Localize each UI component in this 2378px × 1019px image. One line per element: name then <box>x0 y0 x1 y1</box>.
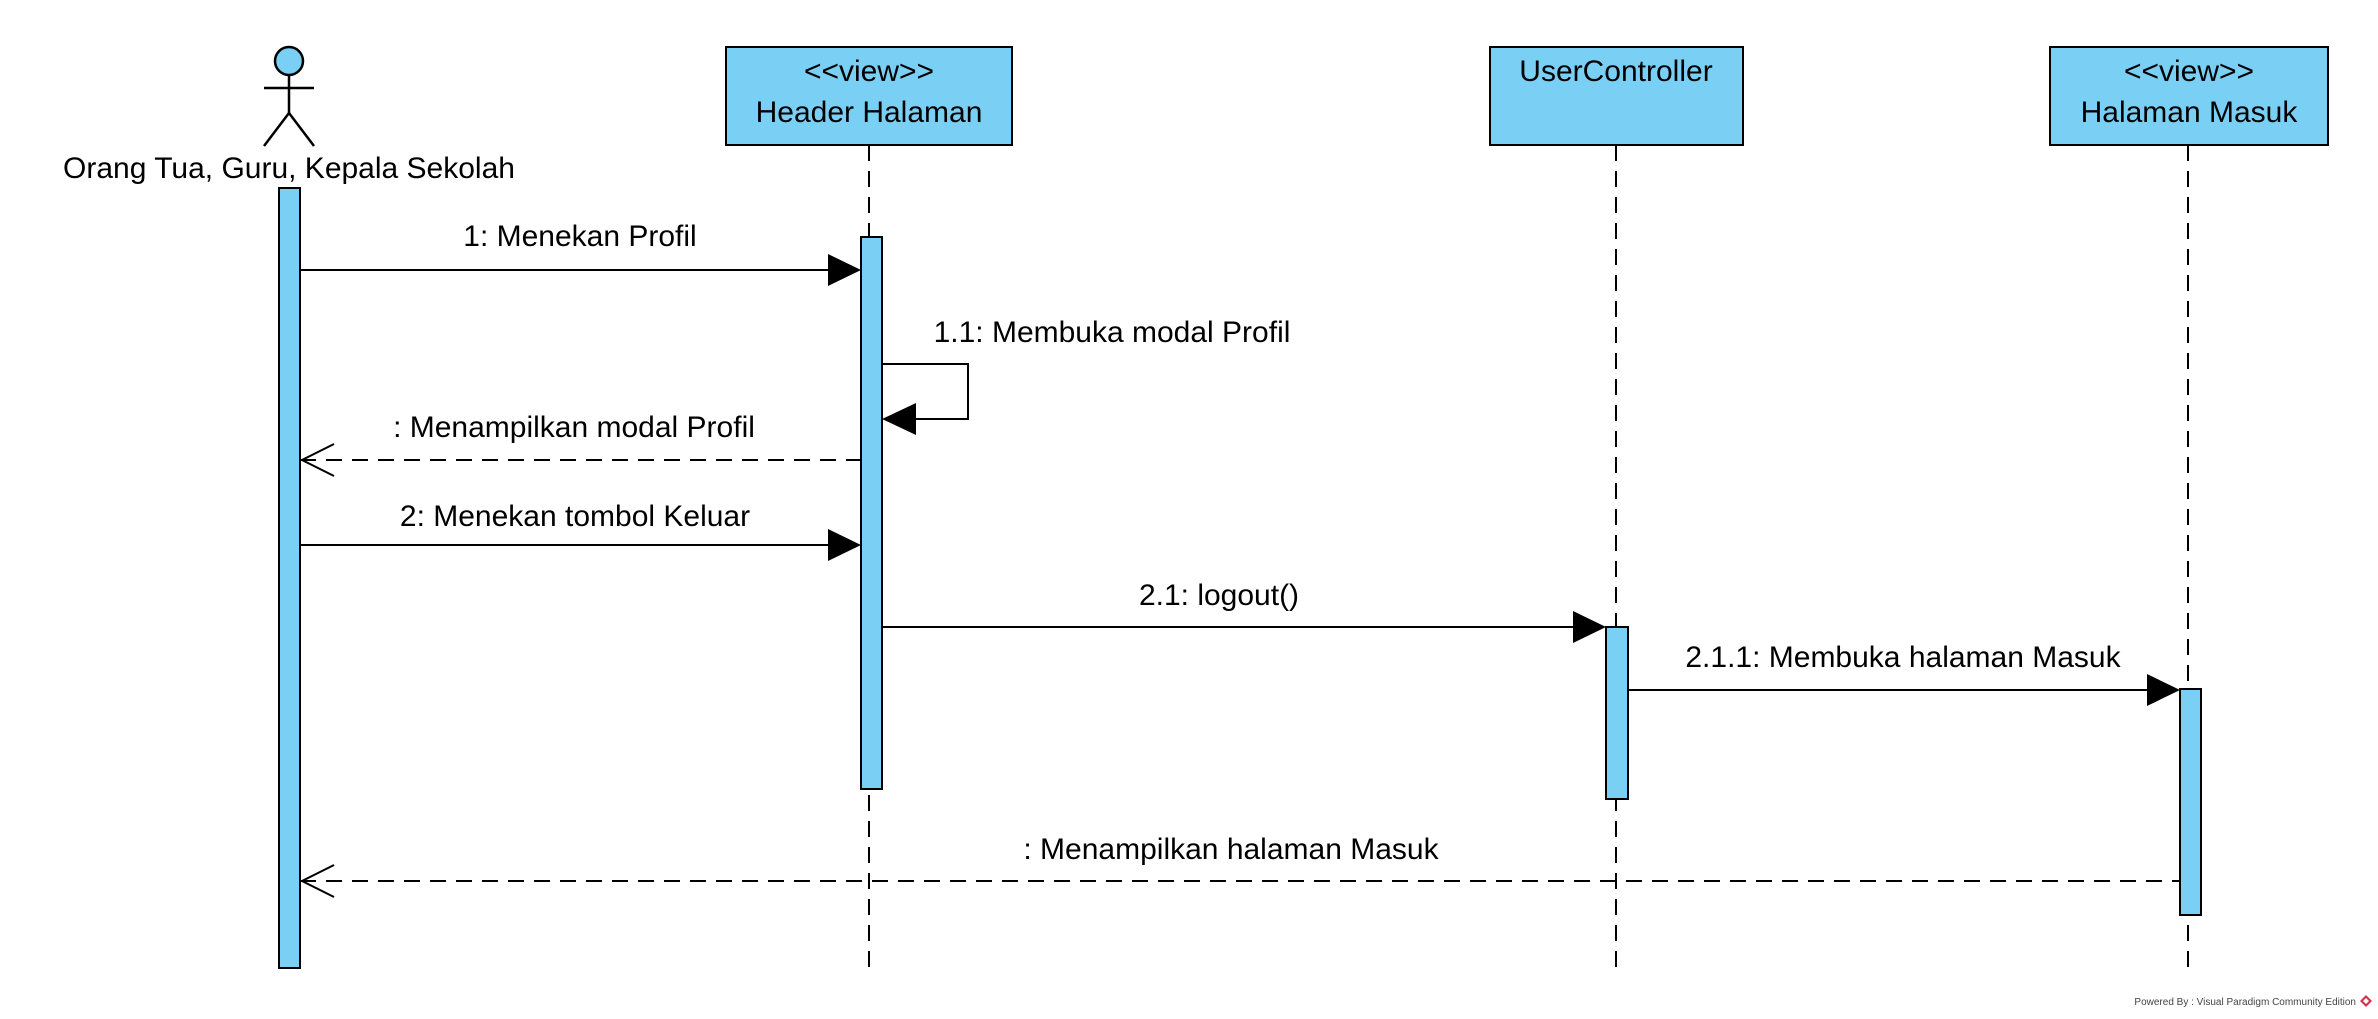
arrowhead-filled <box>828 529 861 561</box>
lifeline-stereotype: <<view>> <box>2124 55 2254 88</box>
stick-figure-icon <box>263 45 315 147</box>
lifeline-box <box>1489 46 1744 146</box>
lifeline-box <box>725 46 1013 146</box>
lifeline-usercontroller: UserController <box>1489 46 1744 146</box>
activation-bar-usercontroller <box>1605 626 1629 800</box>
message-return-modal-profil: : Menampilkan modal Profil <box>299 411 861 477</box>
lifeline-header-halaman: <<view>> Header Halaman <box>725 46 1013 146</box>
lifeline-box <box>2049 46 2329 146</box>
arrowhead-filled <box>882 403 916 435</box>
arrowhead-filled <box>1573 611 1606 643</box>
message-2: 2: Menekan tombol Keluar <box>300 500 861 561</box>
lifeline-name: Halaman Masuk <box>2081 96 2299 129</box>
message-label: : Menampilkan modal Profil <box>393 411 755 444</box>
actor: Orang Tua, Guru, Kepala Sekolah <box>63 45 515 185</box>
actor-name: Orang Tua, Guru, Kepala Sekolah <box>63 152 515 185</box>
arrowhead-open <box>299 864 335 898</box>
activation-bar-halaman-masuk <box>2179 688 2202 916</box>
message-label: 1: Menekan Profil <box>463 220 696 253</box>
arrowhead-filled <box>828 254 861 286</box>
message-1: 1: Menekan Profil <box>300 220 861 286</box>
activation-bar-actor <box>278 187 301 969</box>
lifeline-stereotype: <<view>> <box>804 55 934 88</box>
message-label: 2: Menekan tombol Keluar <box>400 500 750 533</box>
visual-paradigm-logo-icon <box>2360 995 2372 1007</box>
arrowhead-filled <box>2147 674 2180 706</box>
message-return-halaman-masuk: : Menampilkan halaman Masuk <box>299 833 2180 898</box>
footer-text: Powered By : Visual Paradigm Community E… <box>2134 997 2356 1008</box>
lifeline-halaman-masuk: <<view>> Halaman Masuk <box>2049 46 2329 146</box>
message-label: 2.1: logout() <box>1139 579 1299 612</box>
message-2-1-1: 2.1.1: Membuka halaman Masuk <box>1628 641 2180 706</box>
message-2-1: 2.1: logout() <box>882 579 1606 643</box>
arrowhead-open <box>299 443 335 477</box>
lifeline-name: UserController <box>1519 55 1712 88</box>
message-label: : Menampilkan halaman Masuk <box>1023 833 1439 866</box>
message-1-1: 1.1: Membuka modal Profil <box>882 316 1290 435</box>
footer-watermark: Powered By : Visual Paradigm Community E… <box>2134 995 2372 1008</box>
message-label: 2.1.1: Membuka halaman Masuk <box>1685 641 2121 674</box>
activation-bar-header-halaman <box>860 236 883 790</box>
message-label: 1.1: Membuka modal Profil <box>934 316 1291 349</box>
lifeline-name: Header Halaman <box>756 96 983 129</box>
